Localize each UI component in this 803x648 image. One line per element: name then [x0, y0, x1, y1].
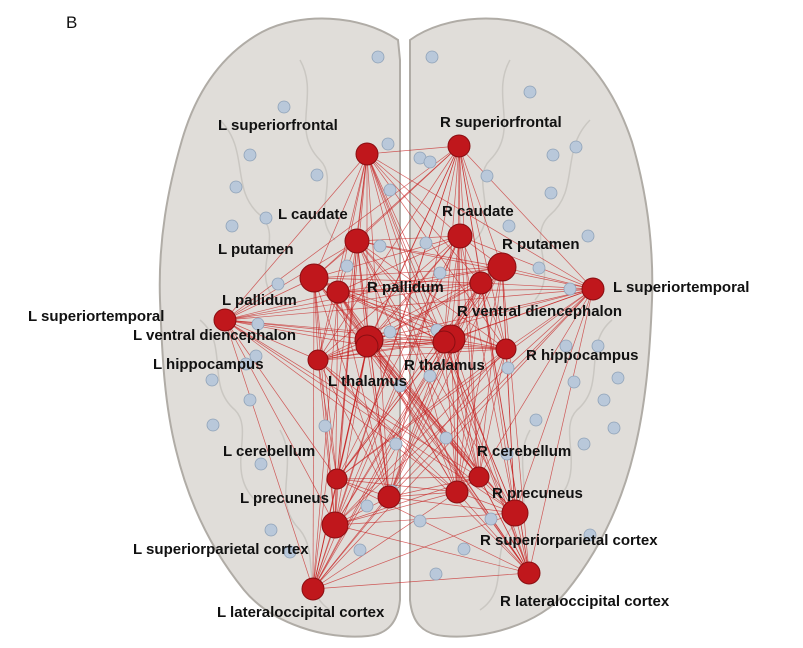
- label-r-pallidum: R pallidum: [367, 279, 444, 296]
- hub-node-r-superiorparietal: [502, 500, 528, 526]
- label-l-superiorparietal-cortex: L superiorparietal cortex: [133, 541, 309, 558]
- label-r-superiorfrontal: R superiorfrontal: [440, 114, 562, 131]
- label-r-thalamus: R thalamus: [404, 357, 485, 374]
- peripheral-node: [244, 394, 256, 406]
- peripheral-node: [503, 220, 515, 232]
- hub-node-l-pallidum: [327, 281, 349, 303]
- peripheral-node: [311, 169, 323, 181]
- label-l-pallidum: L pallidum: [222, 292, 297, 309]
- hub-node-r-pallidum: [470, 272, 492, 294]
- label-r-lateraloccipital-cortex: R lateraloccipital cortex: [500, 593, 670, 610]
- hub-node-r-cerebellum: [469, 467, 489, 487]
- label-r-superiorparietal-cortex: R superiorparietal cortex: [480, 532, 658, 549]
- peripheral-node: [608, 422, 620, 434]
- peripheral-node: [440, 432, 452, 444]
- hub-node-r-precuneus: [446, 481, 468, 503]
- peripheral-node: [390, 438, 402, 450]
- peripheral-node: [598, 394, 610, 406]
- hub-node-r-hippocampus: [496, 339, 516, 359]
- label-l-cerebellum: L cerebellum: [223, 443, 315, 460]
- panel-label: B: [66, 13, 77, 32]
- peripheral-node: [372, 51, 384, 63]
- peripheral-node: [382, 138, 394, 150]
- peripheral-node: [384, 326, 396, 338]
- peripheral-node: [530, 414, 542, 426]
- label-r-hippocampus: R hippocampus: [526, 347, 639, 364]
- hub-node-r-lateraloccipital: [518, 562, 540, 584]
- hub-node-l-cerebellum: [327, 469, 347, 489]
- hub-node-r-caudate: [448, 224, 472, 248]
- peripheral-node: [430, 568, 442, 580]
- hub-node-r-thalamus: [433, 331, 455, 353]
- peripheral-node: [319, 420, 331, 432]
- peripheral-node: [272, 278, 284, 290]
- peripheral-node: [384, 184, 396, 196]
- peripheral-node: [374, 240, 386, 252]
- label-l-lateraloccipital-cortex: L lateraloccipital cortex: [217, 604, 385, 621]
- hub-node-l-precuneus: [378, 486, 400, 508]
- label-l-ventral-diencephalon: L ventral diencephalon: [133, 327, 296, 344]
- peripheral-node: [458, 543, 470, 555]
- label-l-superiorfrontal: L superiorfrontal: [218, 117, 338, 134]
- label-r-precuneus: R precuneus: [492, 485, 583, 502]
- hub-node-l-putamen: [300, 264, 328, 292]
- hub-node-r-superiorfrontal: [448, 135, 470, 157]
- peripheral-node: [341, 260, 353, 272]
- label-r-putamen: R putamen: [502, 236, 580, 253]
- peripheral-node: [265, 524, 277, 536]
- hub-node-l-superiorfrontal: [356, 143, 378, 165]
- peripheral-node: [414, 515, 426, 527]
- peripheral-node: [564, 283, 576, 295]
- peripheral-node: [207, 419, 219, 431]
- peripheral-node: [502, 362, 514, 374]
- label-l-precuneus: L precuneus: [240, 490, 329, 507]
- peripheral-node: [547, 149, 559, 161]
- peripheral-node: [612, 372, 624, 384]
- peripheral-node: [354, 544, 366, 556]
- hub-node-l-thalamus: [356, 335, 378, 357]
- label-l-superiortemporal: L superiortemporal: [28, 308, 164, 325]
- peripheral-node: [361, 500, 373, 512]
- hub-node-l-lateraloccipital: [302, 578, 324, 600]
- peripheral-node: [524, 86, 536, 98]
- peripheral-node: [420, 237, 432, 249]
- peripheral-node: [481, 170, 493, 182]
- peripheral-node: [426, 51, 438, 63]
- hub-node-r-putamen: [488, 253, 516, 281]
- label-l-thalamus: L thalamus: [328, 373, 407, 390]
- hub-node-l-caudate: [345, 229, 369, 253]
- peripheral-node: [244, 149, 256, 161]
- peripheral-node: [533, 262, 545, 274]
- peripheral-node: [226, 220, 238, 232]
- label-l-putamen: L putamen: [218, 241, 294, 258]
- peripheral-node: [578, 438, 590, 450]
- label-r-caudate: R caudate: [442, 203, 514, 220]
- label-r-cerebellum: R cerebellum: [477, 443, 571, 460]
- peripheral-node: [260, 212, 272, 224]
- hub-node-l-superiorparietal: [322, 512, 348, 538]
- peripheral-node: [485, 513, 497, 525]
- peripheral-node: [568, 376, 580, 388]
- hub-node-r-superiortemporal: [582, 278, 604, 300]
- peripheral-node: [206, 374, 218, 386]
- label-r-ventral-diencephalon: R ventral diencephalon: [457, 303, 622, 320]
- peripheral-node: [545, 187, 557, 199]
- label-l-caudate: L caudate: [278, 206, 348, 223]
- peripheral-node: [424, 156, 436, 168]
- label-l-hippocampus: L hippocampus: [153, 356, 264, 373]
- hub-node-l-hippocampus: [308, 350, 328, 370]
- peripheral-node: [434, 267, 446, 279]
- peripheral-node: [582, 230, 594, 242]
- peripheral-node: [230, 181, 242, 193]
- peripheral-node: [278, 101, 290, 113]
- label-r-superiortemporal: L superiortemporal: [613, 279, 749, 296]
- peripheral-node: [570, 141, 582, 153]
